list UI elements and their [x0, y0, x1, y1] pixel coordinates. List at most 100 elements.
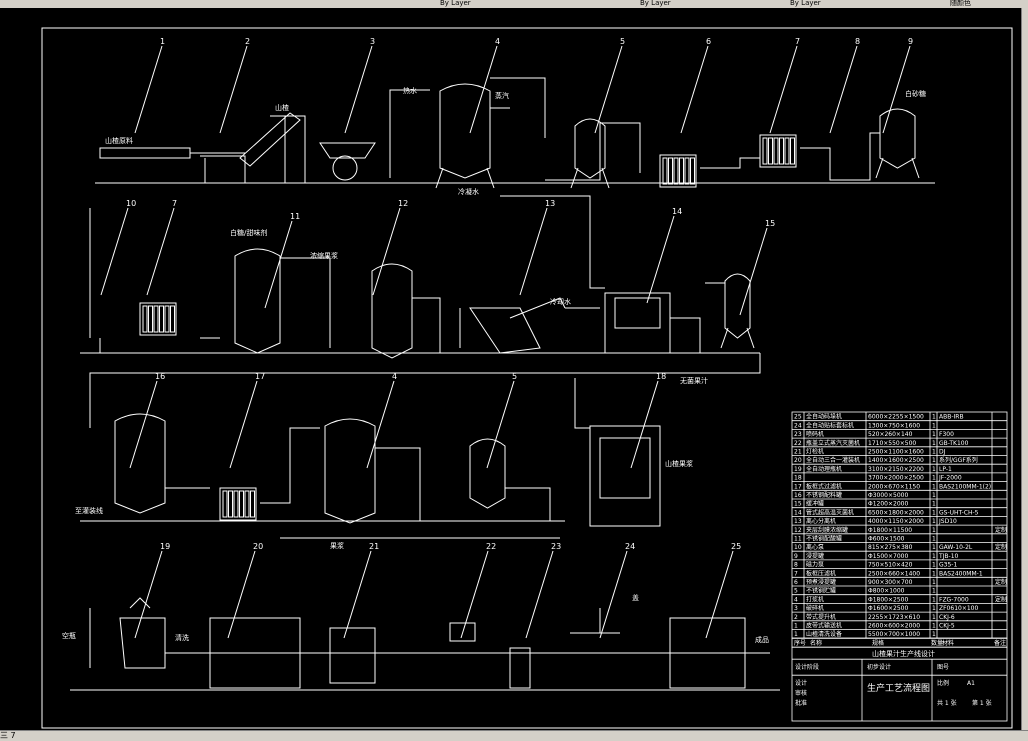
- table-cell-qty: 1: [932, 449, 936, 456]
- layer-dropdown-3[interactable]: By Layer: [790, 0, 821, 7]
- table-cell-qty: 1: [932, 588, 936, 595]
- step-number-22: 19: [160, 542, 170, 551]
- table-cell-model: BAS2400MM-1: [939, 570, 983, 577]
- step-number-2: 2: [245, 37, 250, 46]
- table-remark: 定制: [995, 595, 1007, 603]
- title-designer: 设计: [795, 679, 807, 687]
- table-cell-qty: 1: [932, 422, 936, 429]
- table-cell-model: TJB-10: [938, 553, 959, 560]
- table-cell-spec: 520×260×140: [868, 431, 913, 438]
- table-cell-spec: 2255×1723×610: [868, 614, 920, 621]
- label-raw-material: 山楂原料: [105, 136, 133, 145]
- label-cooling-water: 冷却水: [550, 297, 571, 306]
- storage-tank-5: [574, 118, 606, 179]
- beater-tank-4-leg: [486, 167, 495, 189]
- table-cell-no: 5: [794, 588, 798, 595]
- table-cell-no: 11: [794, 536, 802, 543]
- elevator-base: [200, 155, 246, 183]
- table-cell-qty: 1: [932, 457, 936, 464]
- table-header-row: [791, 637, 1008, 648]
- table-cell-no: 4: [794, 596, 798, 603]
- flow-2: [389, 89, 430, 178]
- layer-dropdown-2[interactable]: By Layer: [640, 0, 671, 7]
- filter-press-7-plate: [773, 137, 779, 165]
- leader-16: [739, 227, 768, 316]
- leader-28: [705, 550, 734, 639]
- crusher-hopper: [319, 142, 376, 159]
- flow-5: [700, 157, 760, 169]
- step-number-17: 16: [155, 372, 165, 381]
- table-cell-spec: 4000×1150×2000: [868, 518, 924, 525]
- step-number-11: 7: [172, 199, 177, 208]
- table-remark: 定制: [995, 526, 1007, 534]
- table-cell-qty: 1: [932, 562, 936, 569]
- table-cell-spec: 6000×2255×1500: [868, 414, 924, 421]
- pre-cook-tank-6-plate: [668, 157, 673, 185]
- layer-dropdown-1[interactable]: By Layer: [440, 0, 471, 7]
- step-number-8: 8: [855, 37, 860, 46]
- table-cell-spec: 1400×1600×2500: [868, 457, 924, 464]
- table-cell-qty: 1: [932, 553, 936, 560]
- leader-27: [599, 550, 628, 639]
- leader-11: [146, 207, 175, 296]
- label-cleaning: 清洗: [175, 633, 189, 642]
- table-cell-qty: 1: [932, 605, 936, 612]
- filter-press-7-plate: [779, 137, 784, 165]
- filter-press-17-plate: [228, 490, 233, 518]
- title-school: 山楂果汁生产线设计: [872, 649, 935, 658]
- table-cell-no: 16: [794, 492, 802, 499]
- extraction-tank-9-leg: [875, 157, 884, 179]
- leader-14: [519, 207, 548, 296]
- elevator-frame: [270, 115, 306, 183]
- table-cell-no: 10: [794, 544, 802, 551]
- table-cell-name: 离心泵: [806, 543, 824, 551]
- filler-20: [209, 617, 301, 689]
- step-number-18: 17: [255, 372, 265, 381]
- table-cell-no: 3: [794, 605, 798, 612]
- pre-cook-tank-6-plate: [690, 157, 695, 185]
- filter-press-17-plate: [244, 490, 250, 518]
- filter-press-7-plate: [790, 137, 795, 165]
- flow-8: [99, 257, 331, 353]
- leader-17: [129, 380, 158, 469]
- flow-12: [165, 427, 320, 504]
- pre-cook-tank-6: [659, 154, 697, 188]
- label-hawthorn-juice: 山楂果浆: [665, 459, 693, 468]
- table-cell-no: 12: [794, 527, 802, 534]
- table-cell-spec: 2500×660×1400: [868, 570, 920, 577]
- title-block: [791, 646, 1008, 722]
- table-cell-no: 25: [794, 414, 802, 421]
- table-cell-name: 离心分离机: [806, 517, 836, 525]
- flow-13: [375, 447, 551, 521]
- uht-panel: [614, 297, 661, 329]
- step-number-24: 21: [369, 542, 379, 551]
- table-cell-spec: 2500×1100×1600: [868, 449, 924, 456]
- table-header-cell: 备注: [994, 639, 1006, 647]
- leader-22: [134, 550, 163, 639]
- table-cell-spec: 1300×750×1600: [868, 422, 920, 429]
- step-number-20: 5: [512, 372, 517, 381]
- crusher-body: [332, 155, 358, 181]
- title-label-process: 初步设计: [867, 663, 891, 671]
- lamp-inspector-21: [329, 627, 376, 684]
- table-cell-spec: 815×275×380: [868, 544, 913, 551]
- leader-18: [229, 380, 258, 469]
- cap-sterilizer-22: [449, 622, 476, 642]
- step-number-3: 3: [370, 37, 375, 46]
- vertical-scrollbar[interactable]: [1021, 8, 1028, 730]
- table-cell-spec: 1710×550×500: [868, 440, 916, 447]
- color-dropdown[interactable]: 随颜色: [950, 0, 971, 7]
- table-cell-no: 20: [794, 457, 802, 464]
- table-cell-name: 全自动理瓶机: [806, 465, 842, 473]
- title-approve: 批准: [795, 699, 807, 707]
- table-cell-qty: 1: [932, 509, 936, 516]
- table-cell-name: 不锈钢贮罐: [806, 587, 836, 595]
- table-cell-qty: 1: [932, 623, 936, 630]
- step-number-26: 23: [551, 542, 561, 551]
- mixing-tank-16: [114, 413, 166, 514]
- title-label-design: 设计阶段: [795, 663, 819, 671]
- table-cell-model: ABB-IRB: [939, 414, 964, 421]
- flow-7: [89, 195, 605, 338]
- coordinate-readout: 三 7: [0, 731, 16, 740]
